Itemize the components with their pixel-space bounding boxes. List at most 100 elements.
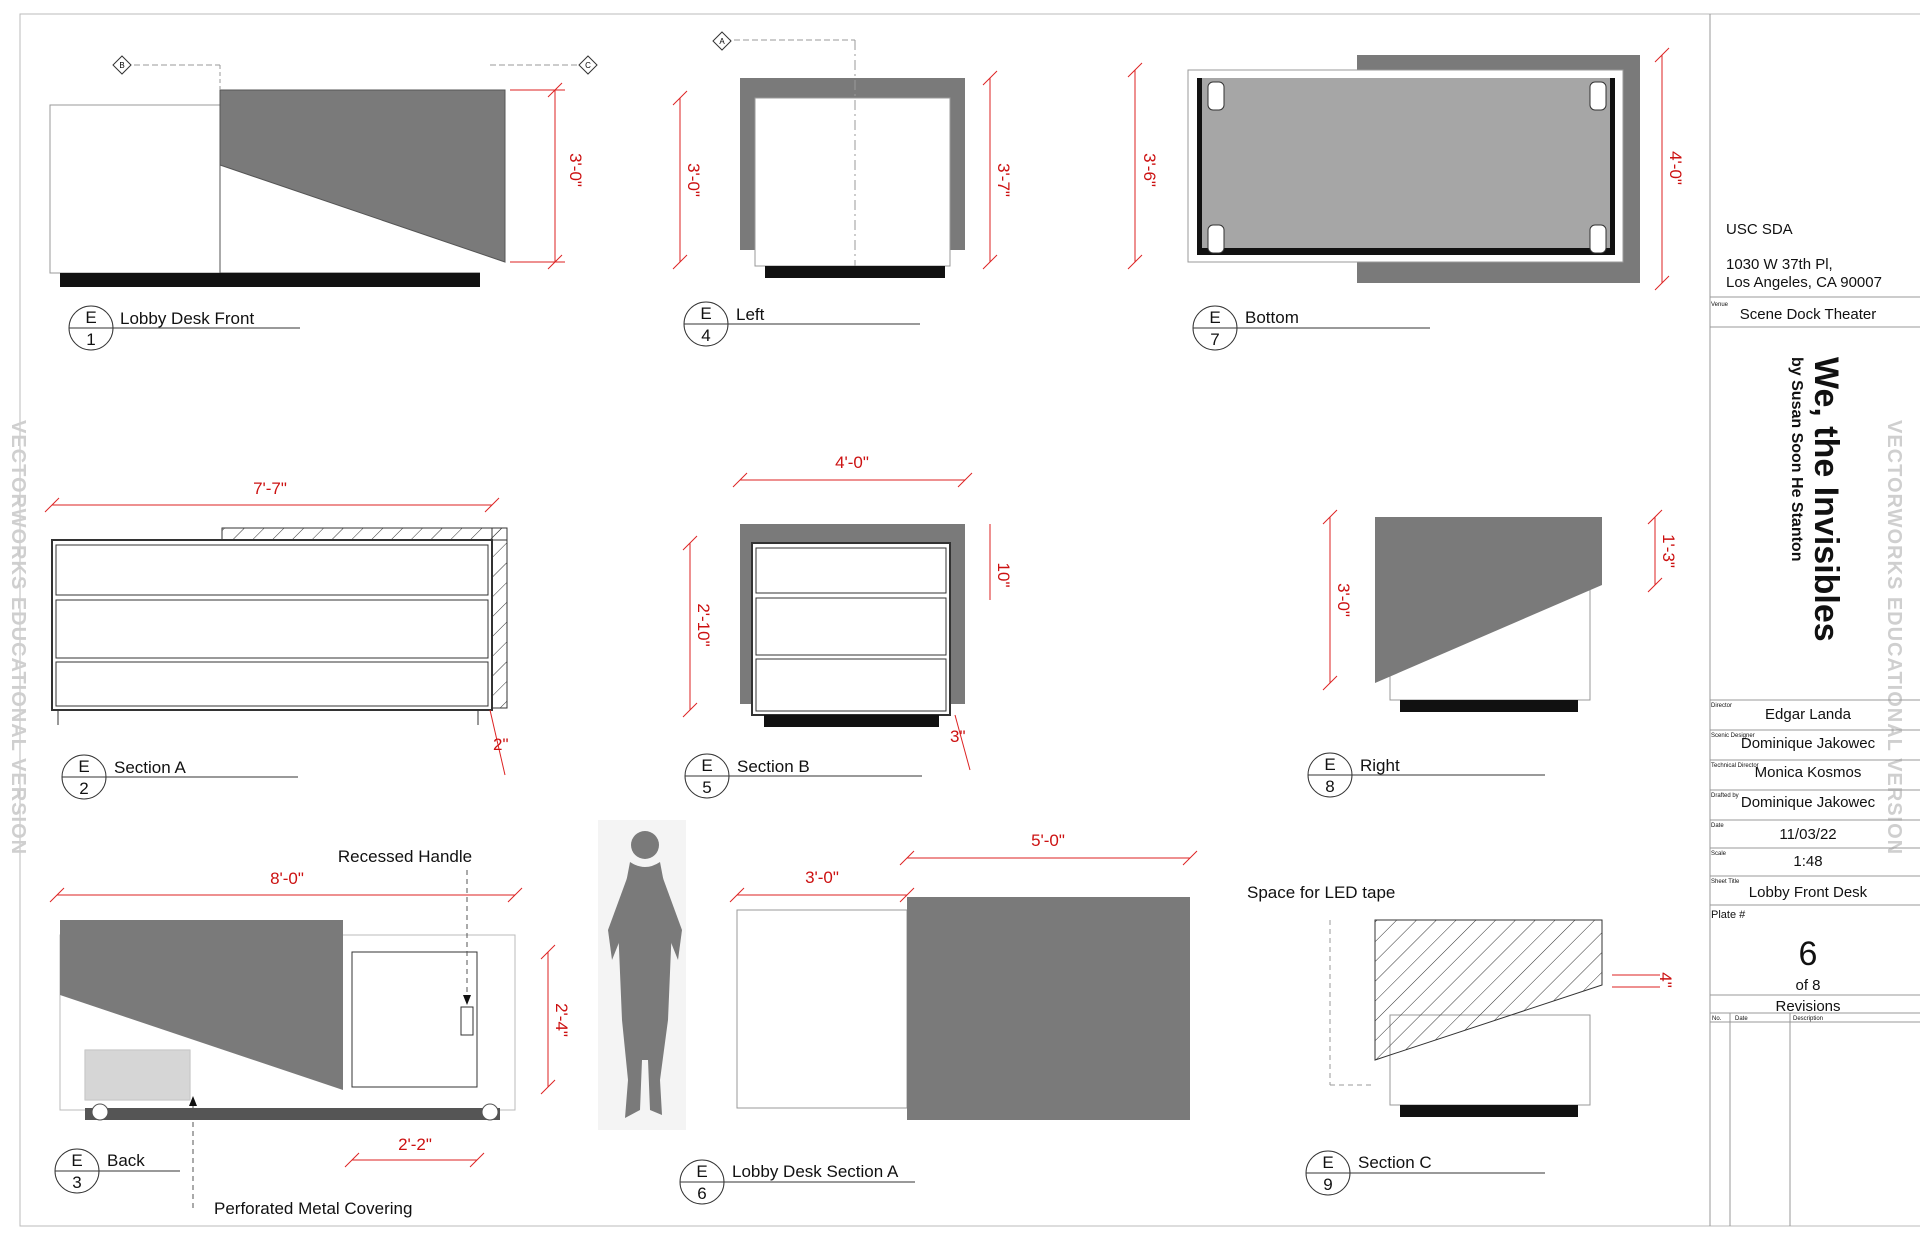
- dim-back-door-height: 2'-4": [552, 1003, 571, 1037]
- tb-org: USC SDA: [1726, 221, 1793, 238]
- view-label-e7: E 7 Bottom: [1192, 305, 1430, 351]
- svg-text:8: 8: [1325, 777, 1334, 796]
- svg-text:A: A: [719, 37, 725, 46]
- tb-drafted-by: Dominique Jakowec: [1741, 794, 1876, 811]
- view-lobby-desk-front: B C 3'-0": [49, 55, 598, 287]
- dim-back-door-width: 2'-2": [398, 1135, 432, 1154]
- view-bottom: 3'-6" 4'-0": [1127, 47, 1685, 291]
- view-left: A 3'-0" 3'-7": [672, 31, 1013, 278]
- tb-scenic-designer: Dominique Jakowec: [1741, 735, 1876, 752]
- svg-text:Plate #: Plate #: [1711, 909, 1746, 921]
- svg-text:B: B: [119, 61, 124, 70]
- svg-text:Right: Right: [1360, 756, 1400, 775]
- tb-address-2: Los Angeles, CA 90007: [1726, 274, 1882, 291]
- svg-text:Drafted by: Drafted by: [1711, 793, 1739, 799]
- view-label-e6: E 6 Lobby Desk Section A: [679, 1159, 915, 1205]
- tb-venue-label: Venue: [1711, 302, 1729, 308]
- watermark-left: VECTORWORKS EDUCATIONAL VERSION: [7, 420, 29, 855]
- tb-show-title: We, the Invisibles: [1807, 357, 1845, 642]
- section-marker-b: B: [112, 55, 132, 75]
- tb-scale: 1:48: [1793, 853, 1822, 870]
- svg-text:Lobby Desk Section A: Lobby Desk Section A: [732, 1162, 899, 1181]
- front-counter: [219, 89, 506, 263]
- tb-playwright: by Susan Soon He Stanton: [1788, 357, 1805, 561]
- tb-revisions: Revisions: [1775, 998, 1840, 1015]
- dim-section-a-width: 7'-7": [253, 479, 287, 498]
- svg-text:Technical Director: Technical Director: [1711, 763, 1759, 769]
- svg-text:E: E: [696, 1162, 707, 1181]
- dim-section-b-width: 4'-0": [835, 453, 869, 472]
- tb-date: 11/03/22: [1779, 826, 1836, 843]
- svg-text:Date: Date: [1735, 1016, 1748, 1022]
- dim-back-width: 8'-0": [270, 869, 304, 888]
- front-kick: [60, 273, 480, 287]
- view-label-e9: E 9 Section C: [1305, 1150, 1545, 1196]
- svg-text:6: 6: [697, 1184, 706, 1203]
- view-label-e1: E 1 Lobby Desk Front: [68, 305, 300, 351]
- dim-section-b-kick: 3": [950, 727, 966, 746]
- svg-text:Lobby Desk Front: Lobby Desk Front: [120, 309, 254, 328]
- dim-bottom-depth: 3'-6": [1140, 153, 1159, 187]
- sheet-border: [19, 13, 1920, 1227]
- front-body: [49, 104, 221, 274]
- tb-venue: Scene Dock Theater: [1740, 306, 1876, 323]
- view-back: 8'-0" 2'-4" 2'-2" Recessed Handle Perfor…: [49, 847, 571, 1218]
- svg-text:Scenic Designer: Scenic Designer: [1711, 733, 1755, 739]
- dim-left-height2: 3'-7": [994, 163, 1013, 197]
- svg-text:E: E: [1322, 1153, 1333, 1172]
- svg-text:3: 3: [72, 1173, 81, 1192]
- svg-text:9: 9: [1323, 1175, 1332, 1194]
- tb-technical-director: Monica Kosmos: [1755, 764, 1862, 781]
- title-block: USC SDA 1030 W 37th Pl, Los Angeles, CA …: [1709, 14, 1920, 1226]
- view-section-c: Space for LED tape 4": [1247, 883, 1675, 1117]
- note-perforated: Perforated Metal Covering: [214, 1199, 412, 1218]
- view-label-e5: E 5 Section B: [684, 753, 922, 799]
- tb-address-1: 1030 W 37th Pl,: [1726, 256, 1833, 273]
- svg-text:Sheet Title: Sheet Title: [1711, 879, 1740, 885]
- svg-text:Section A: Section A: [114, 758, 186, 777]
- svg-text:Date: Date: [1711, 823, 1724, 829]
- svg-text:No.: No.: [1712, 1016, 1722, 1022]
- svg-text:Section B: Section B: [737, 757, 810, 776]
- view-label-e2: E 2 Section A: [61, 754, 298, 800]
- tb-plate: 6: [1799, 935, 1818, 973]
- svg-text:Back: Back: [107, 1151, 145, 1170]
- svg-text:Director: Director: [1711, 703, 1732, 709]
- tb-director: Edgar Landa: [1765, 706, 1852, 723]
- dim-right-top: 1'-3": [1659, 534, 1678, 568]
- svg-text:Description: Description: [1793, 1016, 1823, 1022]
- dim-lds-b: 5'-0": [1031, 831, 1065, 850]
- svg-text:7: 7: [1210, 330, 1219, 349]
- svg-text:E: E: [85, 308, 96, 327]
- svg-text:E: E: [1324, 755, 1335, 774]
- dim-lds-a: 3'-0": [805, 868, 839, 887]
- svg-text:1: 1: [86, 330, 95, 349]
- svg-text:E: E: [700, 304, 711, 323]
- svg-text:5: 5: [702, 778, 711, 797]
- dim-section-b-height: 2'-10": [694, 603, 713, 646]
- note-led-space: Space for LED tape: [1247, 883, 1395, 902]
- svg-text:E: E: [71, 1151, 82, 1170]
- dim-section-a-kick: 2": [493, 735, 509, 754]
- dim-left-height: 3'-0": [684, 163, 703, 197]
- svg-text:E: E: [701, 756, 712, 775]
- dim-front-height: 3'-0": [566, 153, 585, 187]
- dim-section-b-top: 10": [994, 563, 1013, 588]
- dim-section-c-led: 4": [1656, 972, 1675, 988]
- svg-text:4: 4: [701, 326, 710, 345]
- note-recessed-handle: Recessed Handle: [338, 847, 472, 866]
- view-section-a: 7'-7" 2": [44, 479, 509, 776]
- section-marker-c: C: [578, 55, 598, 75]
- section-marker-a: A: [712, 31, 732, 51]
- svg-text:C: C: [585, 61, 591, 70]
- svg-text:E: E: [1209, 308, 1220, 327]
- tb-of-plates: of 8: [1795, 977, 1820, 994]
- view-section-b: 4'-0" 2'-10" 10" 3": [682, 453, 1013, 771]
- svg-text:2: 2: [79, 779, 88, 798]
- watermark-right: VECTORWORKS EDUCATIONAL VERSION: [1883, 420, 1905, 855]
- view-label-e3: E 3 Back: [54, 1148, 180, 1194]
- view-right: 3'-0" 1'-3": [1322, 509, 1678, 712]
- human-scale-figure: [598, 820, 686, 1130]
- svg-text:Section C: Section C: [1358, 1153, 1432, 1172]
